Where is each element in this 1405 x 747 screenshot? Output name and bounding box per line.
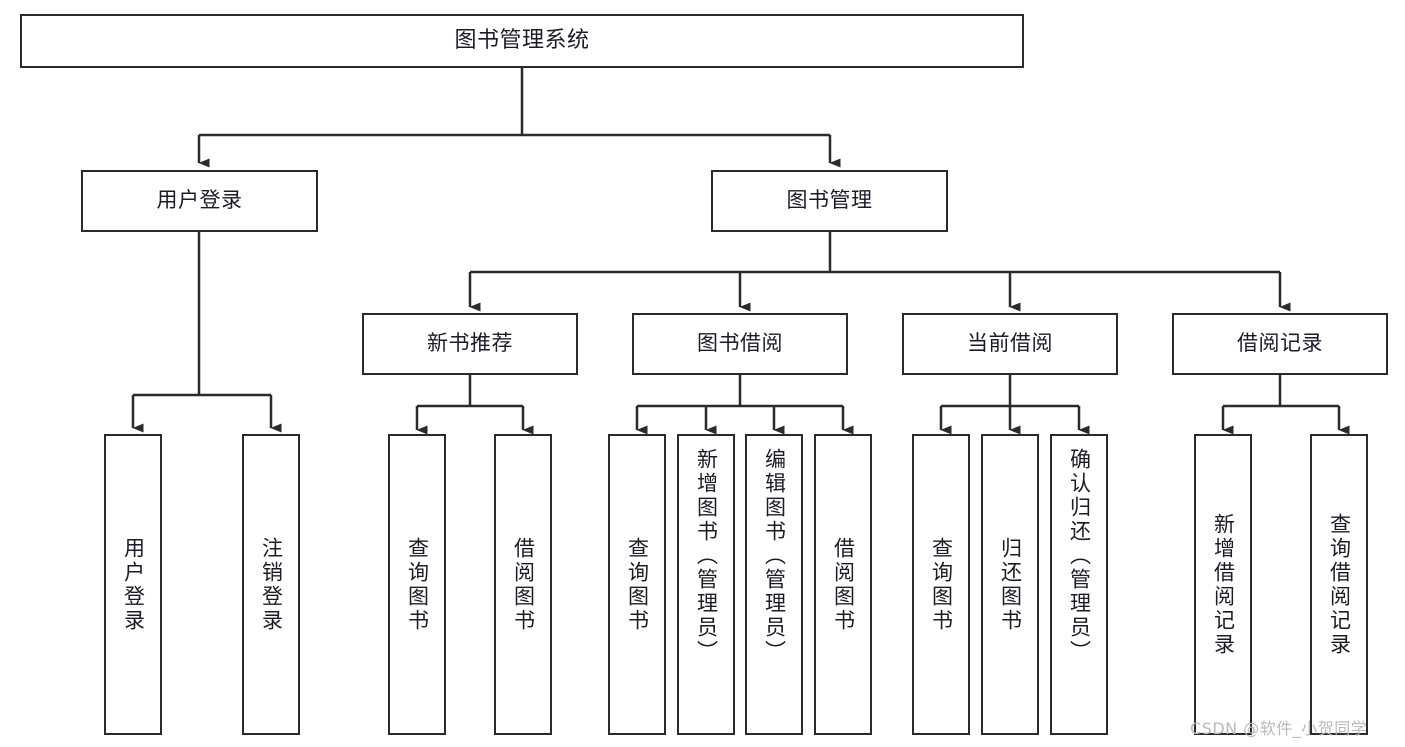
node-leaf-borrowrecord-add-record[interactable]: 新增借阅记录: [1194, 434, 1252, 735]
node-book-management-label: 图书管理: [786, 188, 873, 213]
node-leaf-user-login-signin[interactable]: 用户登录: [104, 434, 162, 735]
node-leaf-label: 查询图书: [625, 536, 650, 633]
node-leaf-label: 用户登录: [121, 536, 146, 633]
node-book-borrow[interactable]: 图书借阅: [632, 313, 848, 375]
node-borrow-record[interactable]: 借阅记录: [1172, 313, 1388, 375]
node-leaf-newbook-borrow-book[interactable]: 借阅图书: [494, 434, 552, 735]
node-leaf-currentborrow-confirm-return[interactable]: 确认归还（管理员）: [1050, 434, 1108, 735]
node-leaf-borrowrecord-query-record[interactable]: 查询借阅记录: [1310, 434, 1368, 735]
node-book-borrow-label: 图书借阅: [697, 331, 783, 356]
node-leaf-label: 查询图书: [929, 536, 954, 633]
node-new-book-recommend-label: 新书推荐: [427, 331, 513, 356]
node-leaf-bookborrow-borrow-book[interactable]: 借阅图书: [814, 434, 872, 735]
node-leaf-currentborrow-return-book[interactable]: 归还图书: [981, 434, 1039, 735]
node-new-book-recommend[interactable]: 新书推荐: [362, 313, 578, 375]
node-user-login[interactable]: 用户登录: [81, 170, 318, 232]
node-leaf-label: 查询图书: [405, 536, 430, 633]
node-leaf-bookborrow-add-book[interactable]: 新增图书（管理员）: [677, 434, 735, 735]
node-leaf-label: 注销登录: [259, 536, 284, 633]
node-leaf-newbook-query-book[interactable]: 查询图书: [388, 434, 446, 735]
node-leaf-label: 归还图书: [998, 536, 1023, 633]
node-leaf-label: 借阅图书: [511, 536, 536, 633]
node-leaf-label: 新增图书（管理员）: [694, 448, 719, 664]
node-root-label: 图书管理系统: [454, 27, 590, 53]
node-leaf-bookborrow-query-book[interactable]: 查询图书: [608, 434, 666, 735]
node-borrow-record-label: 借阅记录: [1237, 331, 1323, 356]
node-user-login-label: 用户登录: [156, 188, 243, 213]
node-leaf-bookborrow-edit-book[interactable]: 编辑图书（管理员）: [745, 434, 803, 735]
node-root-book-management-system[interactable]: 图书管理系统: [20, 14, 1024, 68]
node-book-management[interactable]: 图书管理: [711, 170, 948, 232]
node-leaf-label: 确认归还（管理员）: [1067, 448, 1092, 664]
node-leaf-label: 借阅图书: [831, 536, 856, 633]
node-leaf-label: 查询借阅记录: [1327, 512, 1352, 657]
node-leaf-label: 新增借阅记录: [1211, 512, 1236, 657]
node-current-borrow-label: 当前借阅: [967, 331, 1053, 356]
node-leaf-user-login-signout[interactable]: 注销登录: [242, 434, 300, 735]
node-leaf-label: 编辑图书（管理员）: [762, 448, 787, 664]
node-leaf-currentborrow-query-book[interactable]: 查询图书: [912, 434, 970, 735]
node-current-borrow[interactable]: 当前借阅: [902, 313, 1118, 375]
